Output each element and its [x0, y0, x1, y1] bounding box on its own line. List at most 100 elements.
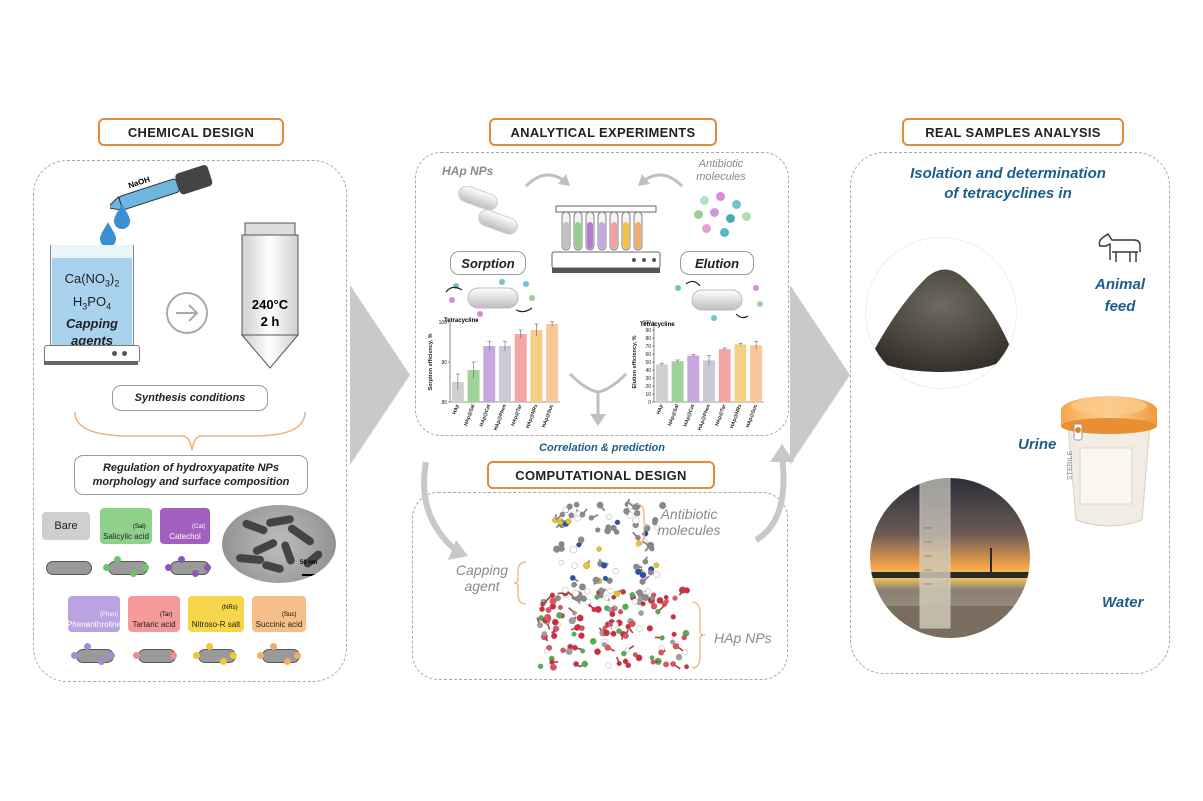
- molecular-model: [536, 498, 690, 671]
- atom: [578, 632, 585, 639]
- atom: [632, 517, 640, 524]
- atom: [580, 595, 587, 602]
- agent-salicylic-tag: (Sal): [133, 524, 146, 530]
- atom: [654, 525, 660, 531]
- atom: [572, 590, 580, 598]
- atom: [568, 512, 575, 519]
- atom: [556, 612, 563, 619]
- atom: [550, 663, 557, 671]
- scale-bar-label: 50 nm: [300, 560, 318, 566]
- capping-line2: agents: [71, 333, 113, 349]
- x-tick-label: HAp@Suc: [745, 403, 759, 428]
- atom: [545, 607, 552, 614]
- x-tick-label: HAp@Cat: [683, 403, 697, 427]
- agent-nitroso-label: Nitroso-R salt: [191, 620, 241, 629]
- ligand-dot: [230, 652, 237, 659]
- brace-icon: [691, 601, 706, 669]
- reagent2-end: PO: [87, 293, 107, 309]
- ligand-dot: [206, 643, 213, 650]
- urine-label: Urine: [1018, 436, 1057, 453]
- bar: [750, 345, 763, 402]
- x-tick-label: HAp@Tar: [510, 404, 523, 427]
- atom: [596, 546, 602, 552]
- ligand-dot: [108, 652, 115, 659]
- hotplate-knob: [112, 351, 117, 356]
- atom: [635, 654, 643, 662]
- atom: [584, 588, 591, 595]
- atom: [675, 653, 683, 661]
- y-tick-label: 100: [439, 320, 448, 326]
- agent-phenanthroline-label: Phenanthroline: [67, 620, 121, 629]
- tem-image: [222, 505, 336, 583]
- atom: [642, 558, 649, 565]
- atom: [558, 545, 565, 552]
- atom: [583, 562, 591, 570]
- atom: [649, 655, 655, 661]
- reagent2-sub2: 4: [106, 301, 112, 312]
- ligand-dot: [257, 652, 264, 659]
- atom: [551, 632, 558, 640]
- agent-salicylic: Salicylic acid: [100, 508, 152, 544]
- y-tick-label: 0: [648, 400, 651, 406]
- reagent1-sub: 3: [105, 278, 111, 289]
- hotplate-base: [44, 361, 138, 365]
- atom: [594, 648, 601, 655]
- atom: [559, 511, 566, 518]
- curved-arrow-right-icon: [754, 444, 794, 543]
- atom: [634, 510, 641, 517]
- agent-catechol-label: Catechol: [169, 532, 201, 541]
- atom: [596, 501, 604, 509]
- molecule-dot: [694, 210, 703, 219]
- brace-icon: [74, 411, 306, 451]
- atom: [605, 662, 612, 669]
- atom: [649, 595, 656, 601]
- drop-icon: [100, 204, 130, 247]
- agent-phenanthroline-tag: (Phen): [100, 612, 119, 618]
- brace-icon: [635, 503, 649, 547]
- atom: [617, 609, 624, 615]
- atom: [565, 648, 573, 655]
- molecule-dot: [702, 224, 711, 233]
- urine-container-image: [1061, 396, 1157, 527]
- chemical-design-header: CHEMICAL DESIGN: [98, 118, 284, 146]
- atom: [557, 605, 563, 610]
- sorption-label: Sorption: [450, 251, 526, 275]
- atom: [601, 642, 607, 648]
- molecule-dot: [726, 214, 735, 223]
- atom: [605, 524, 612, 530]
- y-tick-label: 90: [645, 328, 651, 334]
- y-tick-label: 30: [645, 376, 651, 382]
- atom: [554, 595, 561, 602]
- beaker-solution: [52, 258, 132, 345]
- ligand-dot: [192, 570, 199, 577]
- atom: [640, 601, 646, 607]
- real-intro-line2: of tetracyclines in: [944, 185, 1072, 202]
- curved-arrow-icon: [524, 173, 570, 188]
- atom: [646, 542, 652, 549]
- y-axis-label: Elution efficiency, %: [632, 335, 638, 388]
- ligand-dot: [165, 564, 172, 571]
- atom: [612, 621, 619, 628]
- bar: [734, 344, 747, 402]
- hap-nps-icon: [458, 186, 518, 235]
- real-samples-header: REAL SAMPLES ANALYSIS: [902, 118, 1124, 146]
- atom: [648, 569, 654, 576]
- ligand-dot: [193, 652, 200, 659]
- atom: [656, 597, 664, 604]
- y-tick-label: 90: [441, 360, 447, 366]
- x-tick-label: HAp@NRs: [525, 403, 539, 429]
- comp-hap-label: HAp NPs: [714, 630, 772, 646]
- comp-capping-label: Capping agent: [452, 562, 512, 594]
- atom: [629, 592, 636, 598]
- regulation-label: Regulation of hydroxyapatite NPs morphol…: [74, 455, 308, 495]
- molecule-dot: [710, 208, 719, 217]
- agent-salicylic-label: Salicylic acid: [103, 532, 149, 541]
- atom: [681, 634, 688, 641]
- atom: [541, 631, 548, 637]
- atom: [613, 590, 620, 597]
- np-bare: [46, 561, 92, 575]
- atom: [663, 594, 669, 600]
- atom: [576, 542, 582, 548]
